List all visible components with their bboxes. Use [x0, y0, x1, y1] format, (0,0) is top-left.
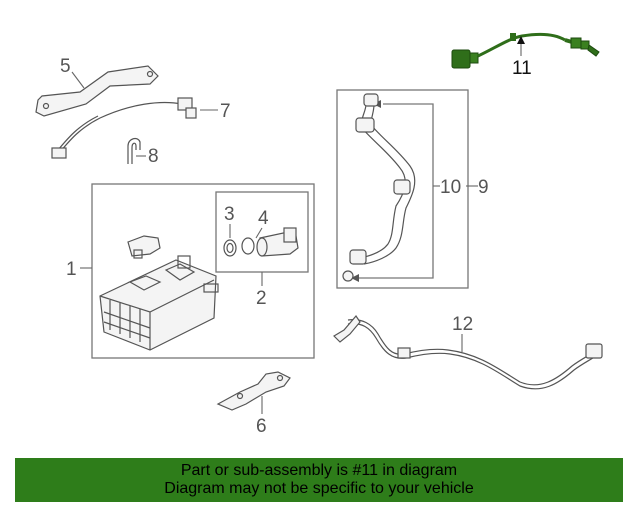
part-10-hose[interactable] — [342, 93, 416, 282]
canister-connector[interactable] — [127, 235, 161, 259]
part-6-bracket[interactable] — [216, 371, 291, 411]
callout-5: 5 — [60, 56, 71, 77]
callout-6: 6 — [256, 416, 267, 437]
group-box-1 — [91, 183, 315, 359]
callout-3: 3 — [224, 204, 235, 225]
callout-8: 8 — [148, 146, 159, 167]
part-1-canister[interactable] — [99, 255, 219, 351]
group-box-9 — [336, 89, 469, 289]
leader-4 — [255, 227, 263, 239]
banner-line-1: Part or sub-assembly is #11 in diagram — [180, 462, 458, 479]
callout-1: 1 — [66, 259, 77, 280]
callout-2: 2 — [256, 288, 267, 309]
callout-12: 12 — [452, 314, 473, 335]
callout-7: 7 — [220, 101, 231, 122]
group-box-10 — [357, 103, 434, 279]
callout-10: 10 — [440, 177, 461, 198]
leader-5 — [71, 71, 85, 89]
callout-4: 4 — [258, 208, 269, 229]
part-11-oxygen-sensor[interactable] — [451, 32, 600, 69]
callout-9: 9 — [478, 177, 489, 198]
part-4-valve[interactable] — [241, 227, 299, 257]
part-3-seal[interactable] — [223, 239, 237, 257]
part-7-harness[interactable] — [51, 97, 197, 159]
banner-line-2: Diagram may not be specific to your vehi… — [164, 480, 474, 497]
part-5-bracket[interactable] — [35, 65, 159, 117]
part-8-clip[interactable] — [127, 137, 141, 164]
part-12-oxygen-sensor[interactable] — [333, 315, 603, 390]
info-banner: Part or sub-assembly is #11 in diagram D… — [15, 458, 623, 502]
callout-11: 11 — [512, 58, 532, 79]
